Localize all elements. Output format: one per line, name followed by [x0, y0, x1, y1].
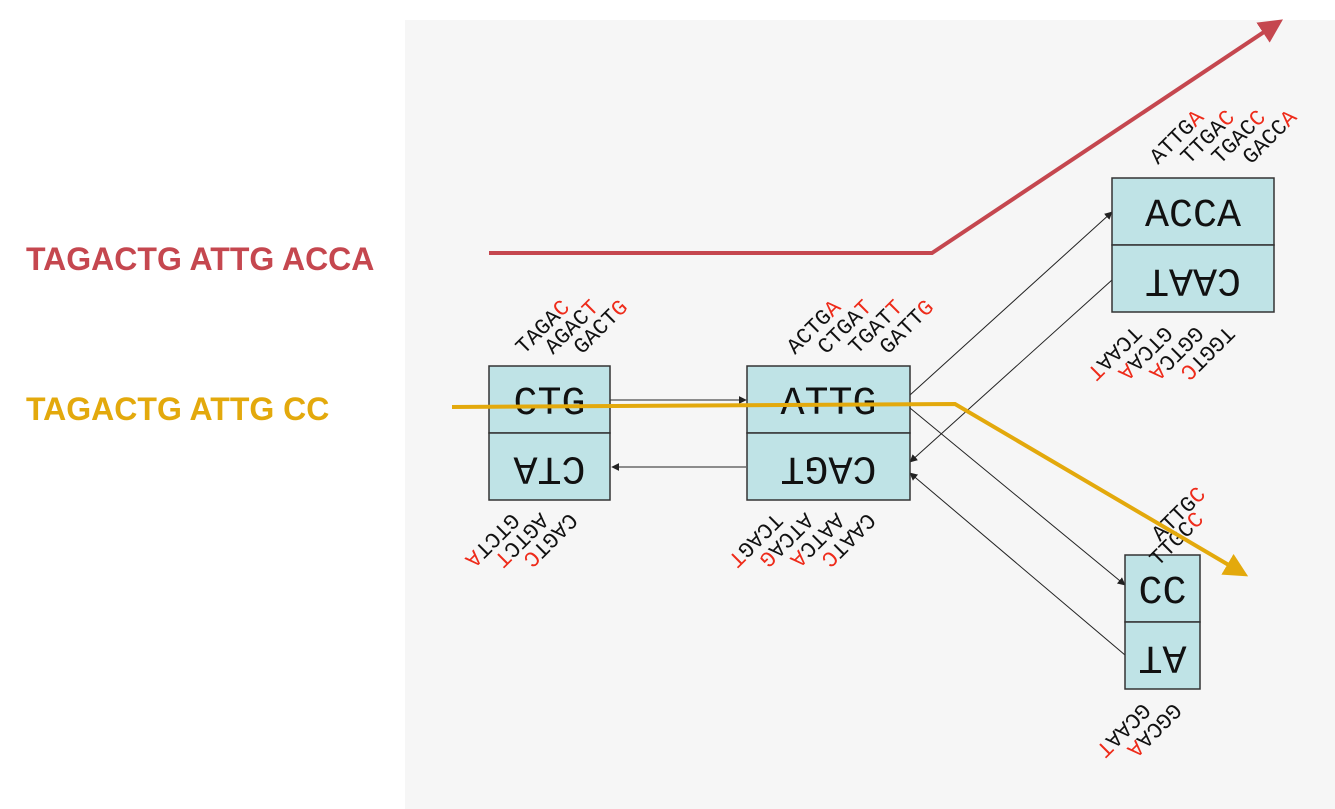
- node-bottom-label: CAAT: [1145, 257, 1241, 302]
- red-path-line: [489, 19, 1283, 255]
- node-top-label: ACCA: [1145, 194, 1241, 239]
- node-bottom-box: [488, 432, 611, 501]
- node-top-box: [746, 365, 911, 434]
- node-ctg: CTG CTA: [488, 365, 611, 501]
- node-top-label: CC: [1138, 571, 1186, 616]
- red-path-label: TAGACTG ATTG ACCA: [26, 241, 374, 277]
- node-bottom-box: [1124, 621, 1201, 690]
- node-top-box: [488, 365, 611, 434]
- node-bottom-box: [746, 432, 911, 501]
- node-attg: ATTG CAGT: [746, 365, 911, 501]
- node-cc: CC AT: [1124, 554, 1201, 690]
- edge-attg-to-cc: [909, 407, 1126, 586]
- edge-caat-to-cagt: [909, 279, 1113, 463]
- node-acca: ACCA CAAT: [1111, 177, 1275, 313]
- node-bottom-box: [1111, 244, 1275, 313]
- edge-at-to-cagt: [909, 472, 1126, 656]
- yellow-path-line: [451, 401, 1249, 577]
- yellow-path-label: TAGACTG ATTG CC: [26, 391, 329, 427]
- graph-edges: [610, 211, 1126, 656]
- node-bottom-label: CTA: [513, 445, 585, 490]
- node-bottom-label: AT: [1138, 634, 1186, 679]
- node-bottom-label: CAGT: [780, 445, 876, 490]
- edge-attg-to-acca: [909, 211, 1113, 396]
